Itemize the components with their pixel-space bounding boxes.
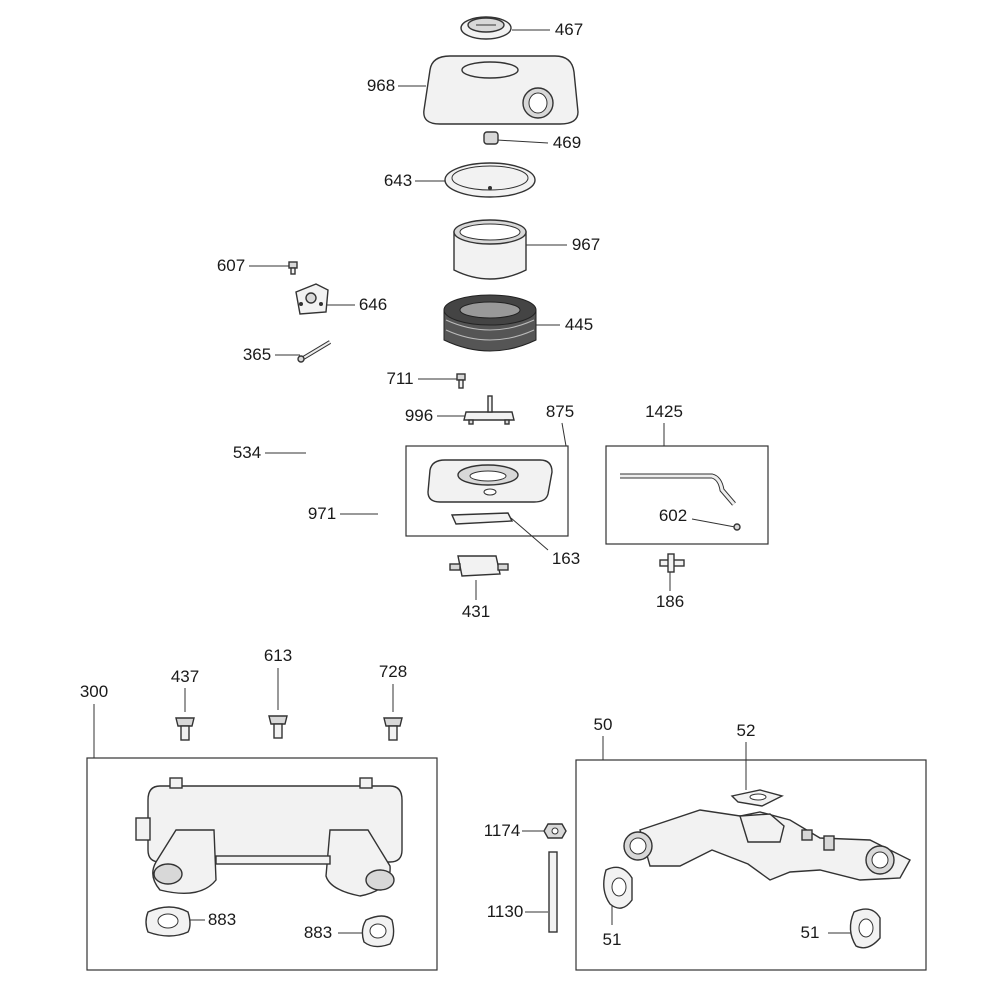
part-plate-643[interactable] [444,162,536,198]
part-996[interactable] [463,395,515,425]
callout-711[interactable]: 711 [386,369,414,388]
part-gasket-51-left[interactable] [603,866,633,909]
part-gasket-52[interactable] [730,789,784,807]
callout-445[interactable]: 445 [564,315,594,334]
callout-728[interactable]: 728 [378,662,408,681]
part-469[interactable] [483,131,499,145]
manifold-50-box [575,759,927,971]
kit-875-box [405,445,569,537]
part-bolt-613[interactable] [268,715,288,739]
muffler-300-box [86,757,438,971]
part-cover-968[interactable] [423,55,579,125]
callout-646[interactable]: 646 [358,295,388,314]
part-knob-467[interactable] [460,16,512,40]
callout-883-right[interactable]: 883 [303,923,333,942]
part-manifold-50[interactable] [623,809,911,881]
callout-51-right[interactable]: 51 [800,923,820,942]
part-gasket-51-right[interactable] [849,908,881,949]
callout-613[interactable]: 613 [263,646,293,665]
callout-971[interactable]: 971 [307,504,337,523]
part-431[interactable] [449,555,509,577]
callout-50[interactable]: 50 [593,715,613,734]
callout-51-left[interactable]: 51 [602,930,622,949]
callout-163[interactable]: 163 [551,549,581,568]
part-base-875[interactable] [427,459,553,503]
callout-469[interactable]: 469 [552,133,582,152]
part-stud-1130[interactable] [548,851,558,933]
callout-365[interactable]: 365 [242,345,272,364]
callout-643[interactable]: 643 [383,171,413,190]
callout-996[interactable]: 996 [404,406,434,425]
callout-967[interactable]: 967 [571,235,601,254]
part-screw-607[interactable] [288,261,298,275]
leader-lines [93,29,852,934]
kit-1425-box [605,445,769,545]
callout-437[interactable]: 437 [170,667,200,686]
part-nut-1174[interactable] [543,823,567,839]
callout-300[interactable]: 300 [79,682,109,701]
part-gasket-883-right[interactable] [361,915,395,948]
callout-1425[interactable]: 1425 [645,402,683,421]
callout-607[interactable]: 607 [216,256,246,275]
part-precleaner-967[interactable] [453,219,527,280]
callout-968[interactable]: 968 [366,76,396,95]
callout-431[interactable]: 431 [461,602,491,621]
part-muffler-300[interactable] [135,777,403,897]
part-1425[interactable] [620,473,736,506]
part-filter-445[interactable] [443,294,537,352]
callout-875[interactable]: 875 [545,402,575,421]
callout-52[interactable]: 52 [736,721,756,740]
part-bolt-728[interactable] [383,717,403,741]
part-bolt-437[interactable] [175,717,195,741]
callout-534[interactable]: 534 [232,443,262,462]
callout-1130[interactable]: 1130 [486,902,524,921]
callout-602[interactable]: 602 [658,506,688,525]
part-gasket-883-left[interactable] [145,906,191,937]
part-186[interactable] [659,553,685,573]
part-screw-711[interactable] [456,373,466,389]
part-gasket-163[interactable] [450,512,514,525]
part-bracket-646[interactable] [295,283,329,315]
callout-1174[interactable]: 1174 [483,821,521,840]
part-rod-365[interactable] [297,340,332,363]
part-clip-602[interactable] [733,523,741,531]
callout-186[interactable]: 186 [655,592,685,611]
callout-883-left[interactable]: 883 [207,910,237,929]
callout-467[interactable]: 467 [554,20,584,39]
